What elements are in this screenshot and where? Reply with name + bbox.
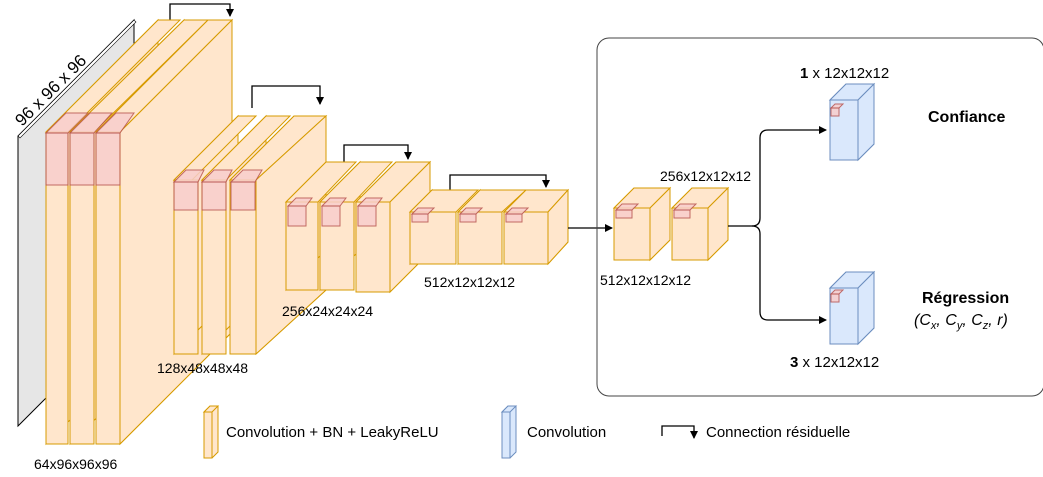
- reg-formula: (Cx, Cy, Cz, r): [914, 312, 1008, 332]
- conv-block: [408, 188, 480, 266]
- stage-3-label: 256x24x24x24: [282, 303, 373, 319]
- reg-dim-label: 3 x 12x12x12: [790, 354, 879, 371]
- head-container: [596, 37, 1043, 397]
- branch-arrows: [728, 126, 827, 324]
- stage-1-label: 64x96x96x96: [34, 456, 118, 472]
- residual-arrows: [169, 3, 550, 191]
- head-block-1: [612, 186, 672, 262]
- stage-2-label: 128x48x48x48: [157, 360, 248, 376]
- head-block-1-label: 512x12x12x12: [600, 272, 691, 288]
- legend-conv-bn-label: Convolution + BN + LeakyReLU: [226, 424, 439, 441]
- reg-title: Régression: [922, 290, 1009, 307]
- conf-output-block: [828, 82, 876, 162]
- head-block-2-label: 256x12x12x12: [660, 168, 751, 184]
- encoder-stage-2: [172, 114, 328, 356]
- conv-block: [228, 114, 328, 356]
- conv-block: [502, 188, 570, 266]
- conv-block: [284, 160, 358, 292]
- stage-4-label: 512x12x12x12: [424, 274, 515, 290]
- conv-block: [318, 160, 394, 292]
- reg-output-block: [828, 270, 876, 346]
- legend: Convolution + BN + LeakyReLU Convolution…: [202, 405, 850, 459]
- encoder-stage-3: [284, 160, 432, 294]
- head-block-2: [670, 186, 730, 262]
- conv-block: [456, 188, 528, 266]
- legend-residual-label: Connection résiduelle: [706, 424, 850, 441]
- encoder-stage-4: [408, 188, 570, 266]
- legend-conv-label: Convolution: [527, 424, 606, 441]
- conf-dim-label: 1 x 12x12x12: [800, 65, 889, 82]
- legend-conv-icon: [500, 405, 518, 459]
- legend-residual-icon: [661, 425, 698, 439]
- legend-conv-bn-icon: [202, 405, 220, 459]
- conf-title: Confiance: [928, 109, 1005, 126]
